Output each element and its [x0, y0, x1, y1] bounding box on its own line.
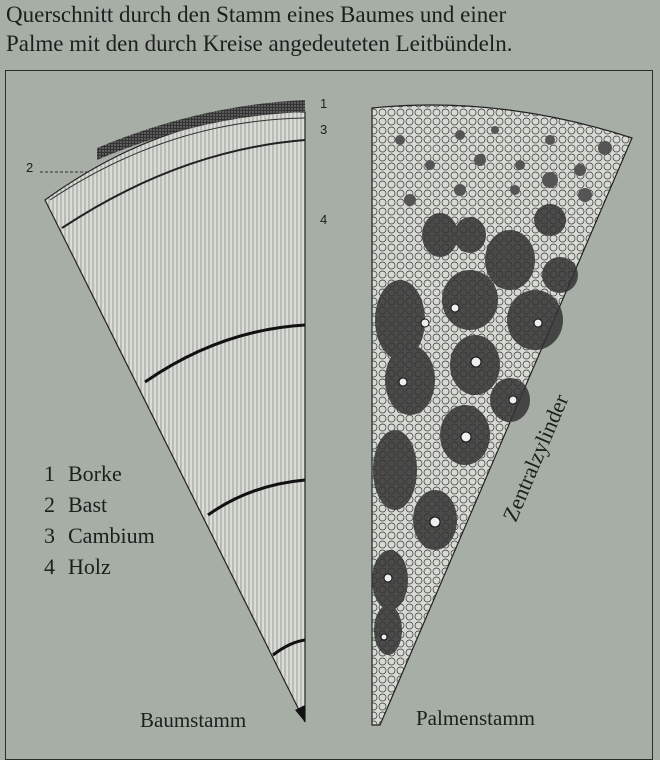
marker-4: 4 — [320, 212, 328, 227]
legend-item: 2 Bast — [44, 489, 155, 520]
legend-label: Holz — [68, 554, 111, 579]
tree-trunk-wedge — [40, 100, 306, 723]
figure-caption: Querschnitt durch den Stamm eines Baumes… — [6, 0, 512, 58]
palm-title: Palmenstamm — [416, 706, 535, 730]
legend-label: Borke — [68, 461, 122, 486]
legend-label: Bast — [68, 492, 108, 517]
legend-num: 2 — [44, 492, 55, 517]
marker-2: 2 — [26, 160, 34, 175]
legend-label: Cambium — [68, 523, 155, 548]
tree-title: Baumstamm — [140, 708, 247, 732]
palm-trunk-wedge — [371, 104, 633, 726]
bark-layer — [97, 100, 305, 160]
legend-item: 4 Holz — [44, 551, 155, 582]
legend-item: 3 Cambium — [44, 520, 155, 551]
caption-line-1: Querschnitt durch den Stamm eines Baumes… — [6, 2, 507, 27]
legend-num: 1 — [44, 461, 55, 486]
legend-num: 3 — [44, 523, 55, 548]
legend-num: 4 — [44, 554, 55, 579]
tree-legend: 1 Borke 2 Bast 3 Cambium 4 Holz — [44, 458, 155, 582]
legend-item: 1 Borke — [44, 458, 155, 489]
marker-3: 3 — [320, 122, 328, 137]
marker-1: 1 — [320, 96, 328, 111]
caption-line-2: Palme mit den durch Kreise angedeuteten … — [6, 31, 513, 56]
